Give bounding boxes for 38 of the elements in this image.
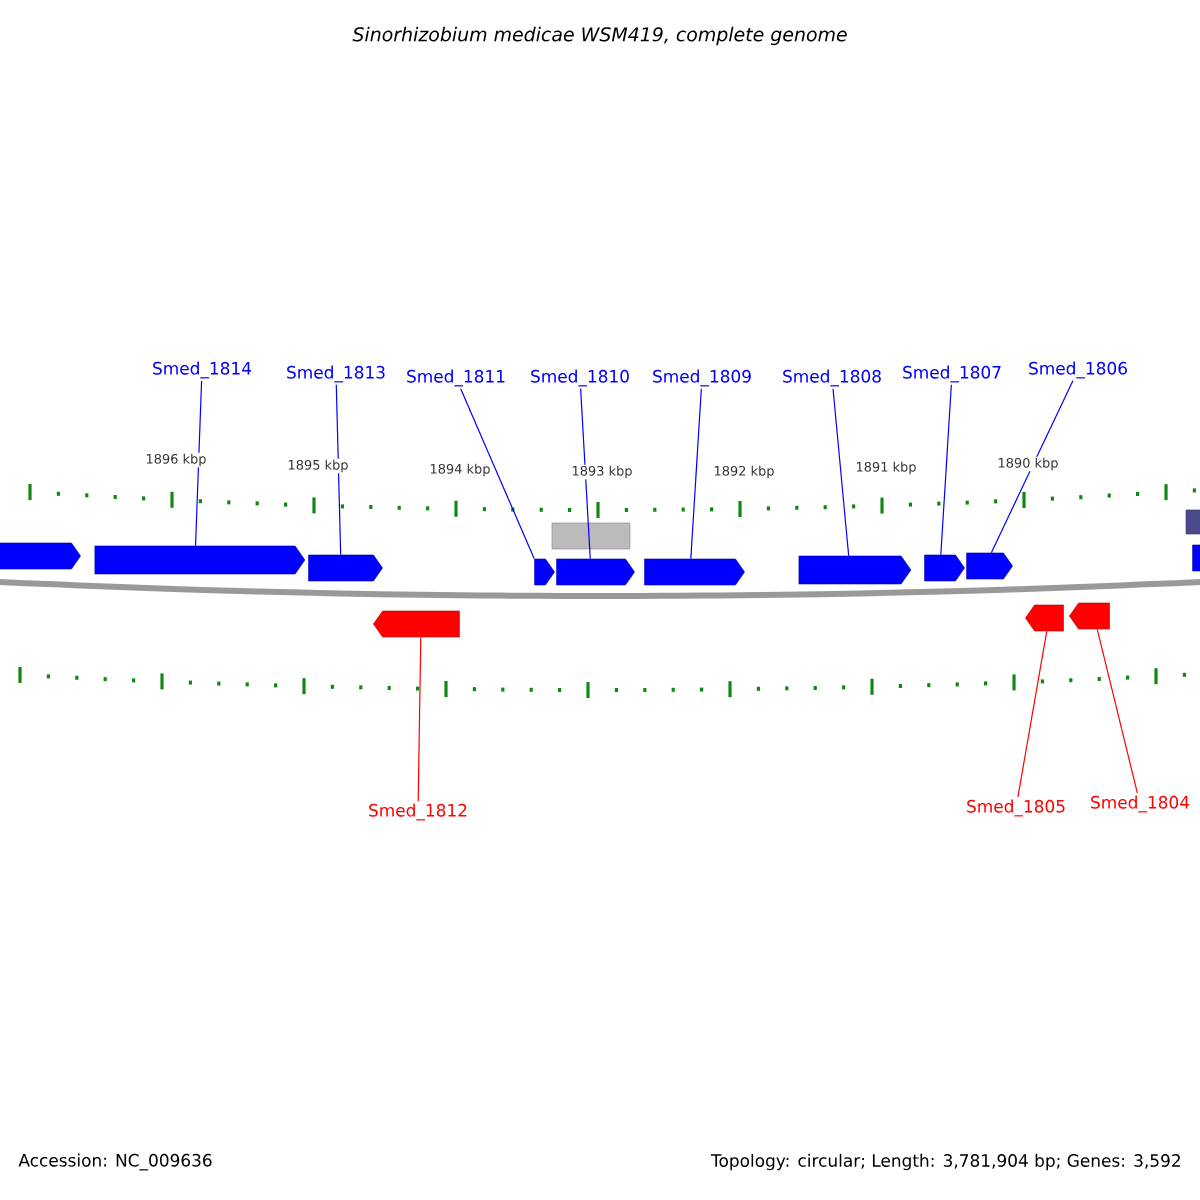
gene-bar (1185, 509, 1200, 535)
gene-label: Smed_1813 (287, 365, 385, 383)
gene-label: Smed_1804 (1091, 795, 1190, 813)
gene-feature (924, 554, 965, 582)
leader-line (690, 388, 702, 560)
gene-label: Smed_1811 (407, 369, 505, 387)
leader-line (580, 388, 591, 560)
gene-label: Smed_1810 (531, 369, 629, 387)
gene-label: Smed_1809 (653, 369, 751, 387)
gene-label: Smed_1814 (153, 361, 251, 379)
gene-feature (373, 610, 460, 638)
gene-feature (534, 558, 555, 586)
gene-feature (308, 554, 383, 582)
title: Sinorhizobium medicae WSM419, complete genome (352, 26, 847, 46)
gene-bar (551, 522, 631, 550)
leader-line (1096, 628, 1138, 794)
gene-feature (1069, 602, 1110, 630)
gene-feature (1025, 604, 1064, 632)
gene-feature (798, 555, 912, 585)
gene-feature (644, 558, 745, 586)
leader-line (417, 636, 422, 802)
gene-label: Smed_1807 (903, 365, 1001, 383)
leader-line (460, 388, 535, 560)
footer-text: Accession: NC_009636 (18, 1153, 212, 1171)
gene-label: Smed_1812 (369, 803, 467, 821)
gene-label: Smed_1806 (1029, 361, 1127, 379)
gene-feature (966, 552, 1013, 580)
footer-text: Topology: circular; Length: 3,781,904 bp; Genes: 3,592 (710, 1153, 1180, 1171)
gene-feature (0, 542, 81, 570)
gene-feature (1192, 544, 1200, 572)
leader-line (940, 384, 952, 556)
leader-line (1017, 630, 1048, 798)
gene-label: Smed_1805 (967, 799, 1065, 817)
leader-line (832, 388, 850, 557)
leader-line (335, 384, 342, 556)
leader-line (194, 380, 203, 547)
leader-line (990, 380, 1074, 554)
gene-label: Smed_1808 (783, 369, 881, 387)
